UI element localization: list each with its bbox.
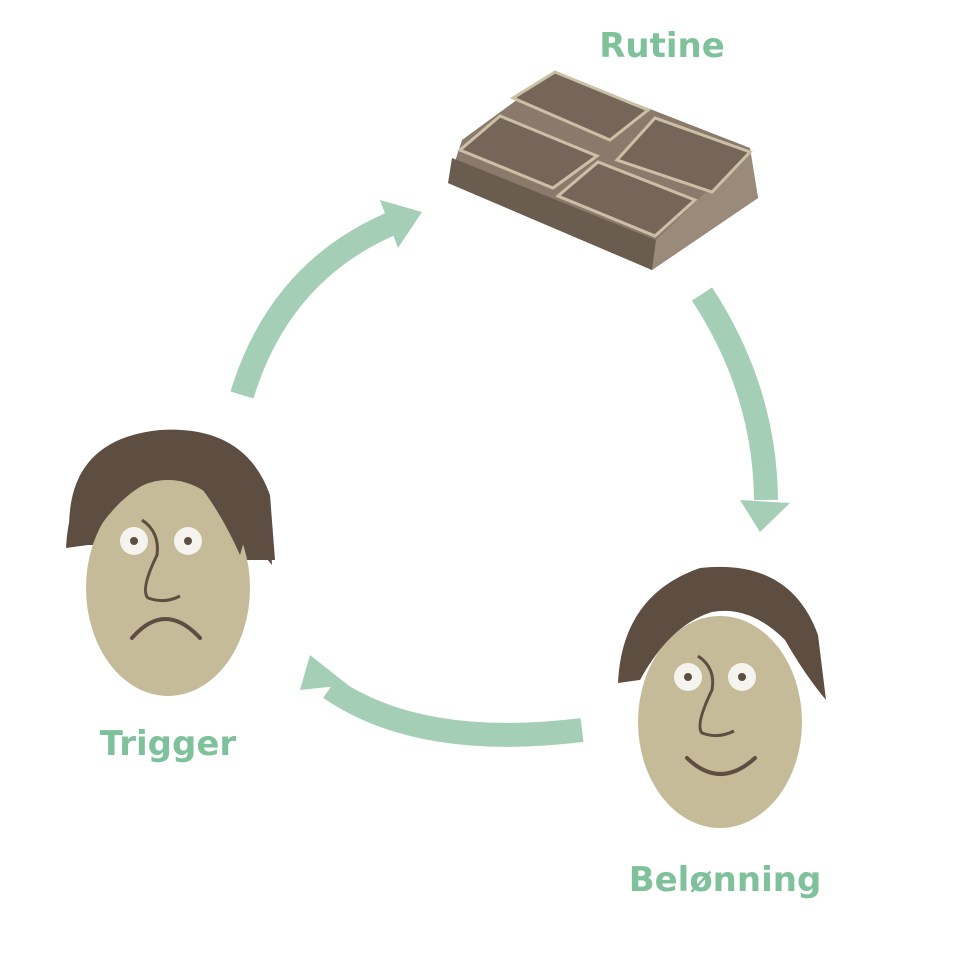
arrowhead-trigger [300,655,348,690]
arrowhead-reward [740,500,790,532]
sad-face-icon [66,429,275,696]
reward-label: Belønning [628,860,822,900]
happy-face-icon [618,566,826,828]
trigger-label: Trigger [99,724,237,764]
arrow-routine-to-reward [691,287,778,501]
arrow-trigger-to-routine [230,210,400,399]
chocolate-bar-icon [448,70,758,270]
arrowhead-routine [380,200,422,248]
routine-label: Rutine [599,26,725,66]
arrow-reward-to-trigger [323,678,584,747]
